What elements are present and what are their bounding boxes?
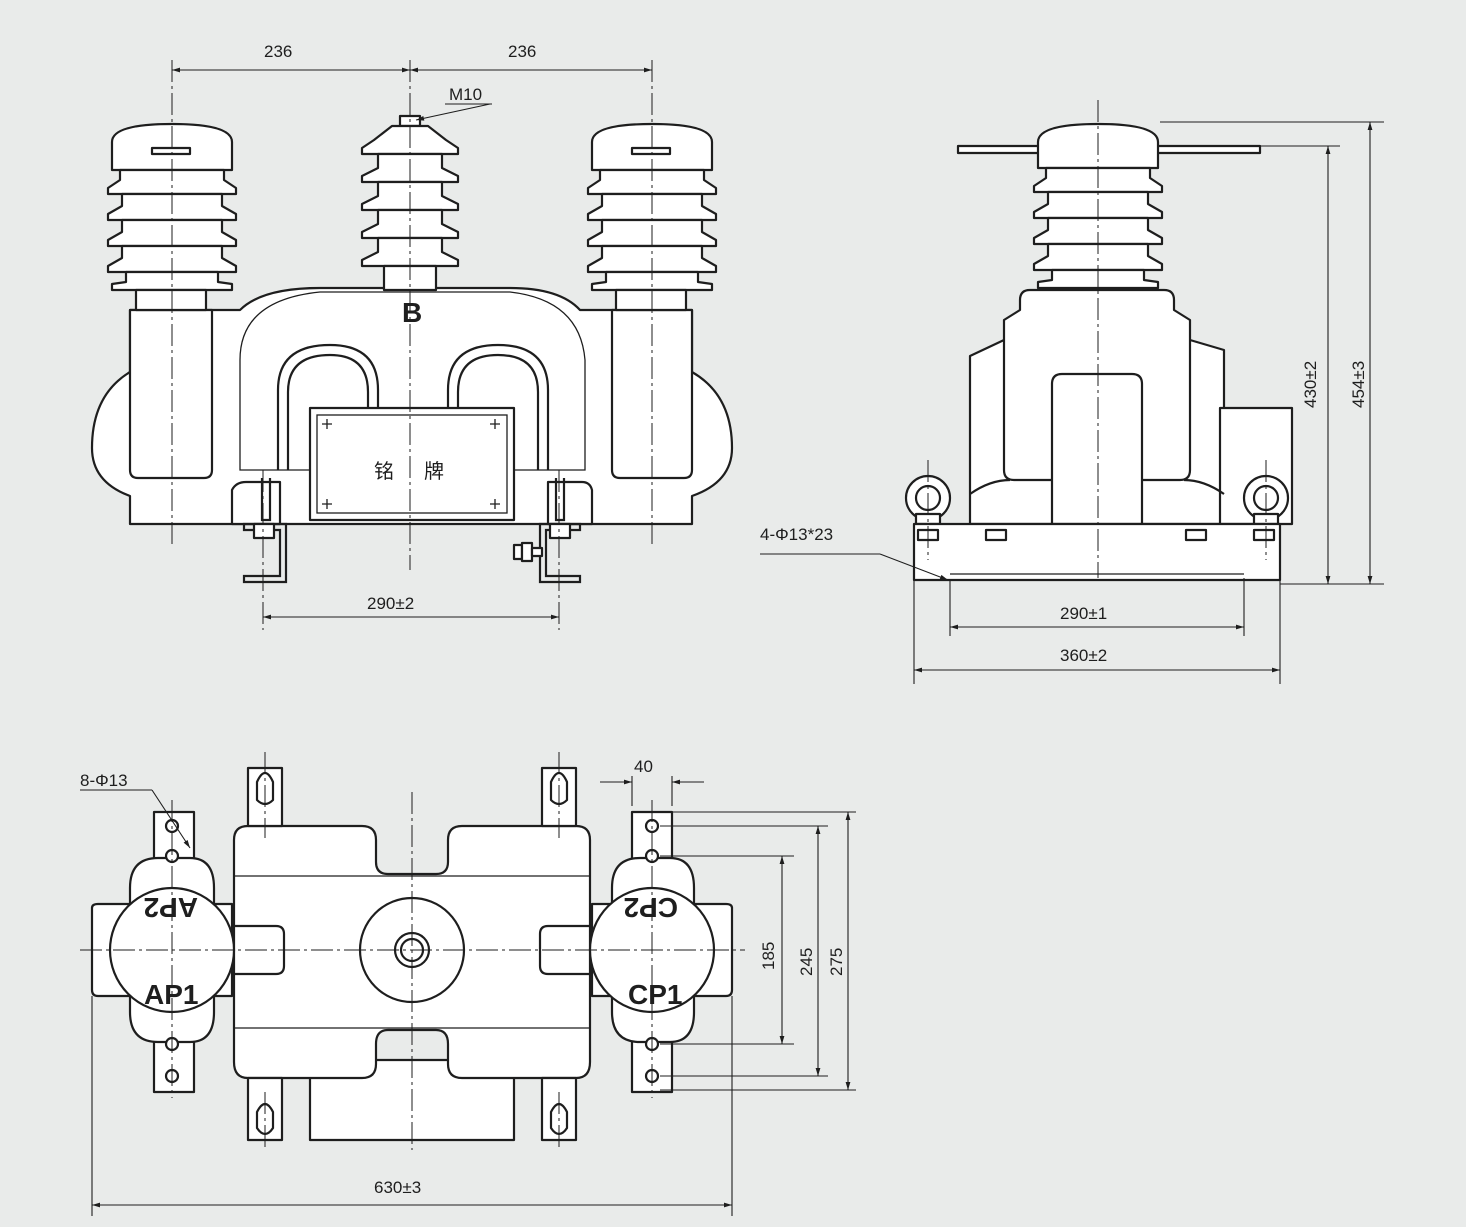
terminal-ap1: AP1	[144, 979, 198, 1010]
front-lobe	[239, 291, 586, 471]
dim-630: 630±3	[374, 1178, 421, 1197]
nameplate-screws	[322, 419, 500, 509]
side-terminal-bar-right	[1154, 144, 1262, 155]
front-insulator-right	[586, 122, 718, 312]
side-core-window	[1050, 372, 1144, 526]
terminal-cp2: CP2	[624, 892, 678, 923]
front-nut-right	[548, 522, 572, 540]
top-terminal-right	[588, 810, 734, 1094]
front-core-left-inner	[286, 353, 370, 470]
front-core-right	[446, 343, 550, 470]
front-view: 铭 牌	[90, 42, 734, 630]
dim-360: 360±2	[1060, 646, 1107, 665]
front-insulator-left	[106, 122, 238, 312]
dim-454: 454±3	[1349, 361, 1368, 408]
nameplate-text-left: 铭	[374, 459, 394, 483]
side-hole-label: 4-Φ13*23	[760, 525, 833, 544]
dim-290-side: 290±1	[1060, 604, 1107, 623]
front-core-right-inner	[456, 353, 540, 470]
front-nut-left	[252, 522, 276, 540]
dim-185: 185	[759, 942, 778, 970]
front-left-column	[128, 308, 214, 480]
top-view: AP2 AP1 CP2 CP1 8-Φ13 40 185 245	[80, 752, 856, 1216]
front-insulator-middle	[360, 114, 460, 292]
phase-label: B	[402, 297, 422, 328]
side-insulator	[1032, 122, 1164, 290]
terminal-cp1: CP1	[628, 979, 682, 1010]
dim-236-right: 236	[508, 42, 536, 61]
side-base-plate	[912, 522, 1282, 582]
nameplate-text-right: 牌	[424, 459, 444, 483]
terminal-ap2: AP2	[144, 892, 198, 923]
front-foot-right	[546, 480, 594, 526]
front-foot-left	[230, 480, 282, 526]
side-foot-curves	[969, 478, 1225, 495]
top-terminal-left	[90, 810, 236, 1094]
dim-275: 275	[827, 948, 846, 976]
front-ground-terminal	[512, 541, 544, 563]
nameplate	[308, 406, 516, 522]
dim-245: 245	[797, 948, 816, 976]
dim-40: 40	[634, 757, 653, 776]
thread-label: M10	[449, 85, 482, 104]
dim-290-front: 290±2	[367, 594, 414, 613]
nameplate-inner	[316, 414, 508, 514]
dim-236-left: 236	[264, 42, 292, 61]
front-core-left	[276, 343, 380, 470]
top-hole-label: 8-Φ13	[80, 771, 128, 790]
dim-430: 430±2	[1301, 361, 1320, 408]
side-view: 430±2 454±3 4-Φ13*23 290±1 360±2	[760, 100, 1384, 684]
front-body	[90, 286, 734, 526]
side-terminal-bar	[956, 144, 1042, 155]
